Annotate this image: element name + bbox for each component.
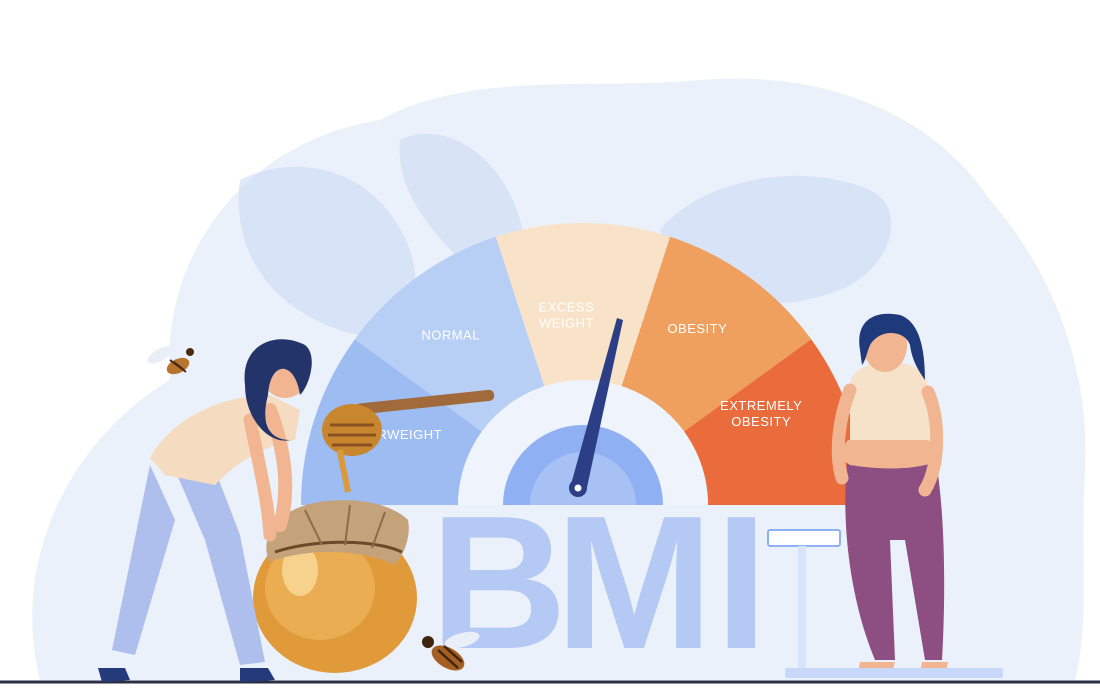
bmi-letter-m: M xyxy=(555,477,713,689)
bee-top-left-icon xyxy=(147,346,194,375)
gauge-label-line: EXTREMELY xyxy=(720,398,802,413)
bmi-gauge xyxy=(301,222,865,505)
gauge-segment-normal xyxy=(354,236,545,432)
gauge-label-normal: NORMAL xyxy=(421,328,480,343)
gauge-segment-excess-weight xyxy=(495,222,671,387)
bee-bottom-icon xyxy=(422,631,480,671)
bmi-letter-i: I xyxy=(715,477,768,689)
gauge-label-obesity: OBESITY xyxy=(667,321,727,336)
gauge-segment-underweight xyxy=(301,339,482,505)
bmi-title: B M I xyxy=(430,477,768,689)
gauge-label-line: WEIGHT xyxy=(539,316,594,331)
gauge-needle xyxy=(569,318,623,497)
leaf-left-icon xyxy=(238,166,416,336)
gauge-label-line: OBESITY xyxy=(667,321,727,336)
honey-dipper-icon xyxy=(322,389,495,493)
woman-right-figure xyxy=(831,313,948,672)
honey-jar-icon xyxy=(253,500,417,673)
scale-icon xyxy=(767,529,1003,678)
gauge-label-line: OBESITY xyxy=(731,414,791,429)
gauge-label-line: EXCESS xyxy=(539,300,595,315)
woman-left-figure xyxy=(98,339,312,682)
gauge-segment-obesity xyxy=(621,236,812,432)
gauge-segment-extremely-obesity xyxy=(684,339,865,505)
gauge-label-line: NORMAL xyxy=(421,328,480,343)
